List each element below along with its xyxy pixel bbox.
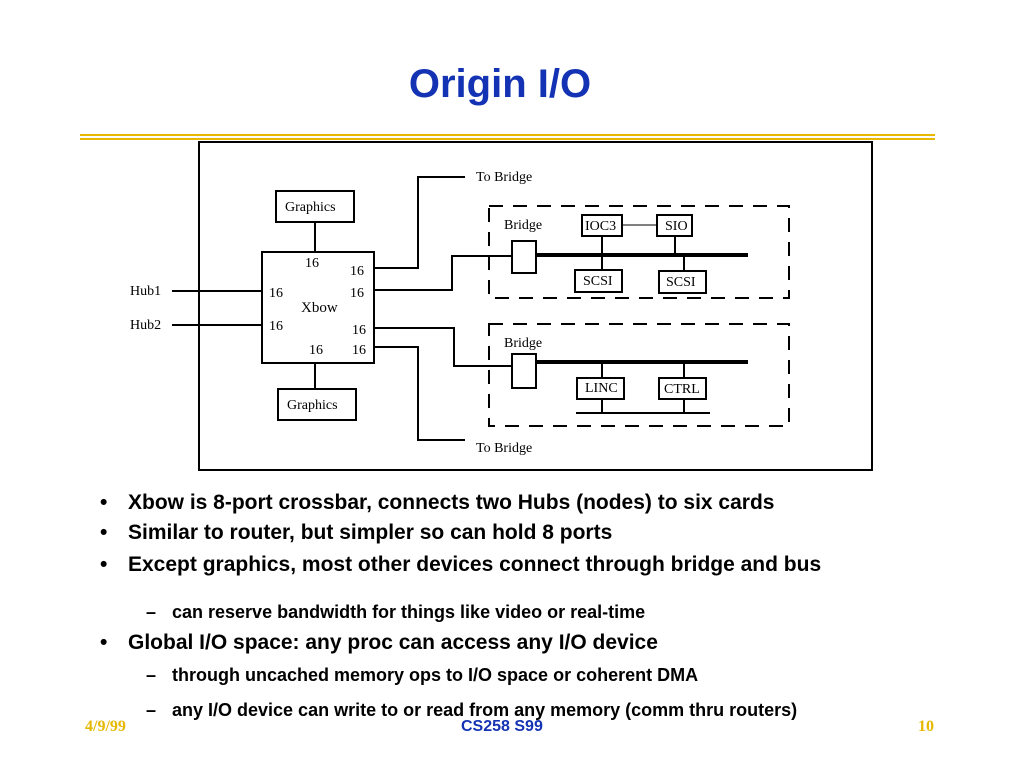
upper-io-card bbox=[488, 205, 790, 299]
port-label: 16 bbox=[269, 319, 283, 334]
dash-icon: – bbox=[146, 602, 157, 622]
title-divider-bottom bbox=[80, 138, 935, 140]
title-divider-top bbox=[80, 134, 935, 136]
slide-title: Origin I/O bbox=[408, 62, 592, 106]
sub-bullet-item: – any I/O device can write to or read fr… bbox=[146, 699, 892, 721]
sub-bullet-text: through uncached memory ops to I/O space… bbox=[172, 665, 699, 685]
sub-bullet-item: – through uncached memory ops to I/O spa… bbox=[146, 664, 892, 686]
bullet-text: Similar to router, but simpler so can ho… bbox=[128, 521, 613, 544]
sub-bullet-text: any I/O device can write to or read from… bbox=[172, 700, 798, 720]
bridge-upper-label: Bridge bbox=[504, 218, 542, 233]
bullet-dot-icon: • bbox=[100, 553, 108, 576]
to-bridge-bottom-label: To Bridge bbox=[476, 441, 532, 456]
xbow-label: Xbow bbox=[301, 300, 338, 316]
port-label: 16 bbox=[269, 286, 283, 301]
scsi-box-1 bbox=[574, 269, 623, 293]
sub-bullet-item: – can reserve bandwidth for things like … bbox=[146, 601, 892, 623]
bullet-text: Global I/O space: any proc can access an… bbox=[128, 631, 658, 654]
port-label: 16 bbox=[352, 323, 366, 338]
port-label: 16 bbox=[352, 343, 366, 358]
bullet-item: • Except graphics, most other devices co… bbox=[100, 553, 928, 576]
ioc3-label: IOC3 bbox=[585, 219, 616, 234]
graphics-top-label: Graphics bbox=[285, 200, 336, 215]
dash-icon: – bbox=[146, 665, 157, 685]
ctrl-label: CTRL bbox=[664, 382, 700, 397]
port-label: 16 bbox=[305, 256, 319, 271]
footer-page-number: 10 bbox=[918, 718, 934, 735]
bullet-text: Except graphics, most other devices conn… bbox=[128, 553, 822, 576]
diagram-frame bbox=[198, 141, 873, 471]
hub2-label: Hub2 bbox=[130, 318, 161, 333]
port-label: 16 bbox=[350, 264, 364, 279]
ctrl-box bbox=[658, 377, 707, 400]
bullet-dot-icon: • bbox=[100, 631, 108, 654]
lower-io-card bbox=[488, 323, 790, 427]
scsi-label-2: SCSI bbox=[666, 275, 696, 290]
port-label: 16 bbox=[350, 286, 364, 301]
bullet-dot-icon: • bbox=[100, 491, 108, 514]
dash-icon: – bbox=[146, 700, 157, 720]
xbow-box bbox=[261, 251, 375, 364]
graphics-bottom-box bbox=[277, 388, 357, 421]
bridge-lower-box bbox=[511, 353, 537, 389]
hub1-label: Hub1 bbox=[130, 284, 161, 299]
linc-box bbox=[576, 377, 625, 400]
footer-course: CS258 S99 bbox=[461, 718, 543, 735]
sub-bullet-text: can reserve bandwidth for things like vi… bbox=[172, 602, 646, 622]
port-label: 16 bbox=[309, 343, 323, 358]
graphics-bottom-label: Graphics bbox=[287, 398, 338, 413]
bullet-item: • Global I/O space: any proc can access … bbox=[100, 631, 928, 654]
linc-label: LINC bbox=[585, 381, 618, 396]
to-bridge-top-label: To Bridge bbox=[476, 170, 532, 185]
scsi-label-1: SCSI bbox=[583, 274, 613, 289]
bridge-lower-label: Bridge bbox=[504, 336, 542, 351]
scsi-box-2 bbox=[658, 270, 707, 294]
bullet-dot-icon: • bbox=[100, 521, 108, 544]
sio-label: SIO bbox=[665, 219, 688, 234]
bullet-item: • Similar to router, but simpler so can … bbox=[100, 521, 928, 544]
bullet-item: • Xbow is 8-port crossbar, connects two … bbox=[100, 491, 928, 514]
footer-date: 4/9/99 bbox=[85, 718, 126, 735]
bullet-text: Xbow is 8-port crossbar, connects two Hu… bbox=[128, 491, 775, 514]
